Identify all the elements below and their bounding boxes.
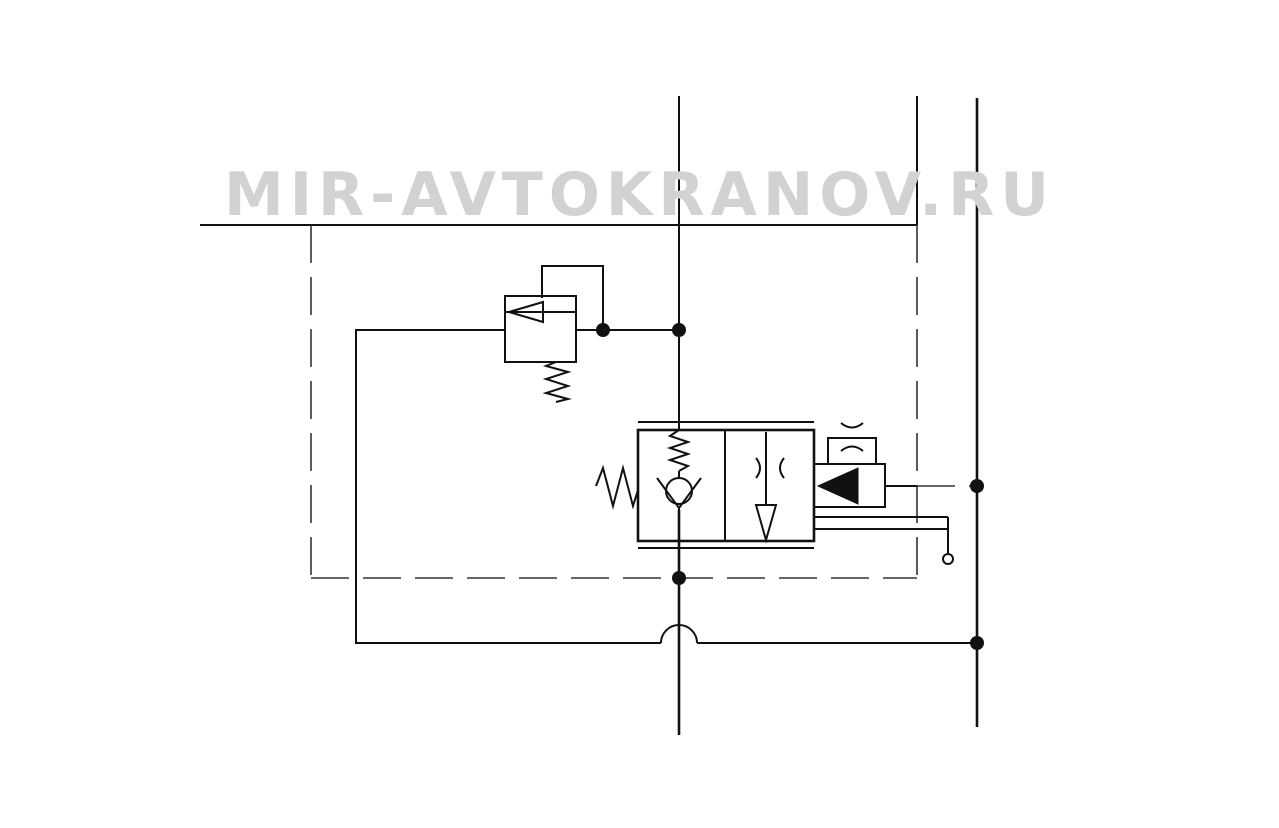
line-crossover [660,624,698,644]
solenoid-restrictor-box [827,437,877,465]
relief-pilot-line [541,265,604,330]
flow-arrow-icon [754,504,778,544]
relief-arrow-icon [505,300,544,324]
electric-terminal-icon [942,553,954,565]
relief-spring-icon [542,361,572,403]
junction-drain [970,479,984,493]
restrictor-bottom-icon [840,445,864,452]
junction-return [970,636,984,650]
relief-return-line [355,329,661,644]
junction-relief-pilot [596,323,610,337]
junction-housing-outlet [672,571,686,585]
valve-return-spring-icon [595,464,639,510]
check-spring-icon [666,429,692,472]
solenoid-arrow-icon [816,467,859,505]
throttle-right-icon [779,457,785,479]
junction-pressure [672,323,686,337]
check-ball-icon [665,477,693,505]
throttle-left-icon [755,457,761,479]
relief-valve-body [504,295,577,363]
restrictor-top-icon [840,422,864,429]
